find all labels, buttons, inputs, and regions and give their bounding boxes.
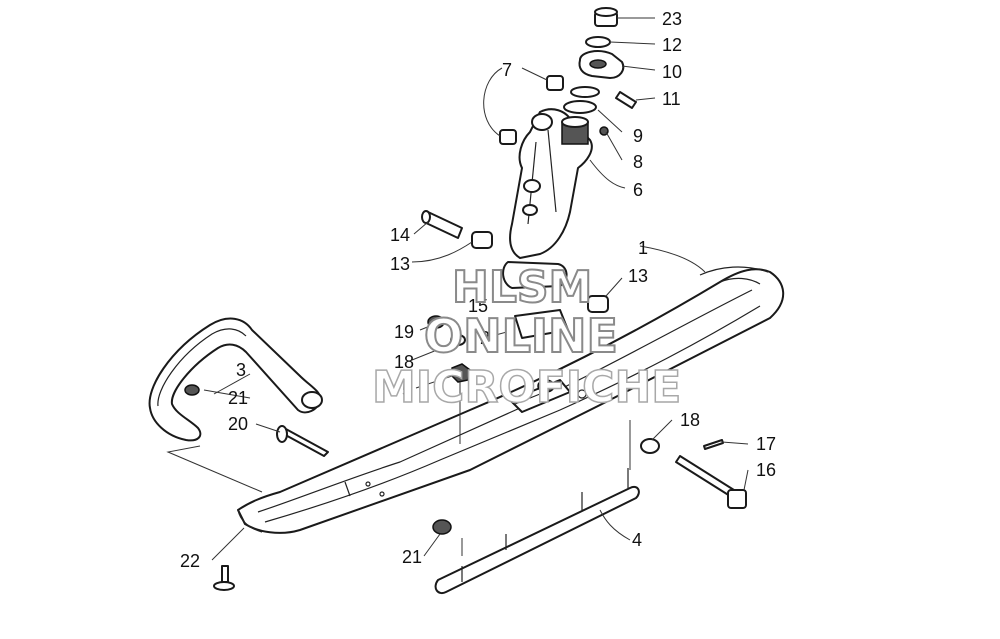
callout-12: 12	[662, 35, 682, 55]
callout-18-right: 18	[680, 410, 700, 430]
ski-part-1	[237, 266, 785, 534]
callout-16: 16	[756, 460, 776, 480]
washer-part-9b	[563, 100, 597, 114]
callout-20: 20	[228, 414, 248, 434]
watermark-line-1: HLSM	[452, 262, 592, 313]
screw-part-22	[213, 565, 235, 591]
washer-part-18-right	[640, 438, 660, 454]
callout-17: 17	[756, 434, 776, 454]
bolt-part-20	[276, 425, 329, 457]
nut-part-21-center	[537, 379, 555, 393]
callout-10: 10	[662, 62, 682, 82]
callout-7: 7	[502, 60, 512, 80]
callout-11: 11	[662, 89, 681, 109]
callout-21-handle: 21	[228, 388, 248, 408]
callout-9: 9	[633, 126, 643, 146]
sleeve-part-14	[421, 210, 463, 239]
callout-labels: 23 12 10 11 7 9 8 6 1 13 14 13 15 2 19 1…	[180, 9, 776, 571]
callout-3: 3	[236, 360, 246, 380]
bushing-part-13-right	[587, 295, 609, 313]
callout-6: 6	[633, 180, 643, 200]
spindle-part-6	[502, 108, 593, 289]
ski-handle-part-3	[148, 317, 323, 442]
wear-bar-part-4	[434, 468, 640, 594]
watermark-line-2: ONLINE	[424, 309, 618, 363]
callout-13-right: 13	[628, 266, 648, 286]
watermark-line-3: MICROFICHE	[372, 362, 681, 413]
callout-1: 1	[638, 238, 648, 258]
callout-13-left: 13	[390, 254, 410, 274]
callout-18-left: 18	[394, 352, 414, 372]
callout-23: 23	[662, 9, 682, 29]
callout-8: 8	[633, 152, 643, 172]
watermark: HLSM ONLINE MICROFICHE	[371, 261, 682, 414]
bushing-part-7a	[546, 75, 564, 91]
bolt-part-16	[675, 455, 747, 509]
washer-part-18-left	[450, 334, 466, 346]
callout-14: 14	[390, 225, 410, 245]
bushing-part-13-left	[471, 231, 493, 249]
bushing-part-7b	[499, 129, 517, 145]
cotter-pin-part-17	[703, 439, 724, 450]
washer-part-9a	[570, 86, 600, 98]
leader-lines	[166, 17, 749, 561]
nut-part-19	[427, 315, 445, 329]
callout-22: 22	[180, 551, 200, 571]
cap-part-23	[594, 7, 618, 27]
nut-part-21-handle	[432, 519, 452, 535]
bolt-part-11	[615, 91, 637, 109]
damper-part-2	[514, 309, 569, 339]
callout-15: 15	[468, 296, 488, 316]
clamp-part-10	[578, 50, 625, 79]
callout-5: 5	[402, 380, 412, 400]
ring-part-12	[585, 36, 611, 48]
callout-2: 2	[480, 328, 490, 348]
callout-21-bottom: 21	[402, 547, 422, 567]
callout-4: 4	[632, 530, 642, 550]
callout-19: 19	[394, 322, 414, 342]
